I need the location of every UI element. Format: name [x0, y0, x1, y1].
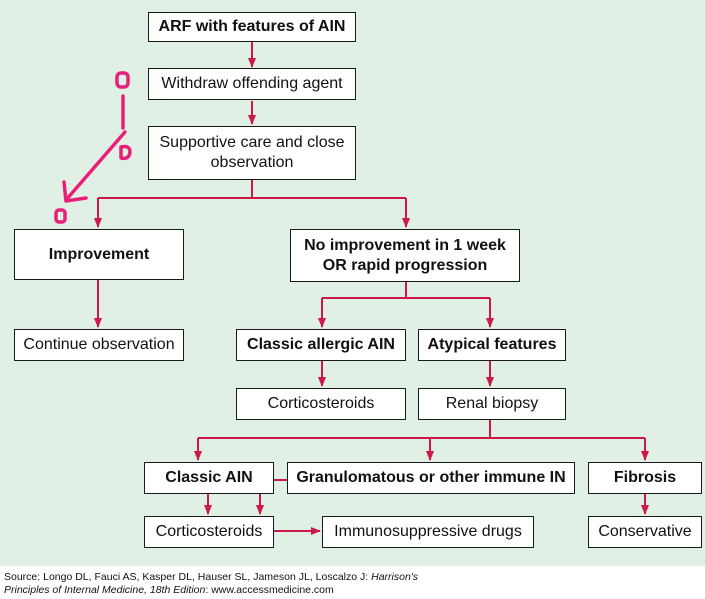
node-no-improvement: No improvement in 1 week OR rapid progre… — [290, 229, 520, 282]
source-citation: Source: Longo DL, Fauci AS, Kasper DL, H… — [4, 571, 704, 597]
source-book-title: Harrison's — [371, 571, 419, 583]
connector-lines — [54, 42, 649, 535]
node-supportive: Supportive care and close observation — [148, 126, 356, 180]
handwritten-annotation — [54, 71, 132, 224]
node-arf: ARF with features of AIN — [148, 12, 356, 42]
node-continue-observation: Continue observation — [14, 329, 184, 361]
node-conservative: Conservative — [588, 516, 702, 548]
node-withdraw: Withdraw offending agent — [148, 68, 356, 100]
node-atypical: Atypical features — [418, 329, 566, 361]
node-improvement: Improvement — [14, 229, 184, 280]
node-renal-biopsy: Renal biopsy — [418, 388, 566, 420]
node-classic-ain: Classic AIN — [144, 462, 274, 494]
node-supportive-line2: observation — [210, 154, 294, 171]
flowchart-panel: ARF with features of AIN Withdraw offend… — [0, 0, 705, 566]
source-book-title-line2: Principles of Internal Medicine, 18th Ed… — [4, 584, 206, 596]
node-fibrosis: Fibrosis — [588, 462, 702, 494]
node-no-improvement-line2: OR rapid progression — [322, 256, 488, 274]
node-corticosteroids-1: Corticosteroids — [236, 388, 406, 420]
node-classic-allergic: Classic allergic AIN — [236, 329, 406, 361]
node-immunosuppressive: Immunosuppressive drugs — [322, 516, 534, 548]
node-no-improvement-line1: No improvement in 1 week — [304, 236, 506, 254]
source-suffix: : www.accessmedicine.com — [205, 584, 334, 596]
node-supportive-line1: Supportive care and close — [159, 134, 345, 151]
source-prefix: Source: Longo DL, Fauci AS, Kasper DL, H… — [4, 571, 372, 583]
node-corticosteroids-2: Corticosteroids — [144, 516, 274, 548]
node-granulomatous: Granulomatous or other immune IN — [287, 462, 575, 494]
